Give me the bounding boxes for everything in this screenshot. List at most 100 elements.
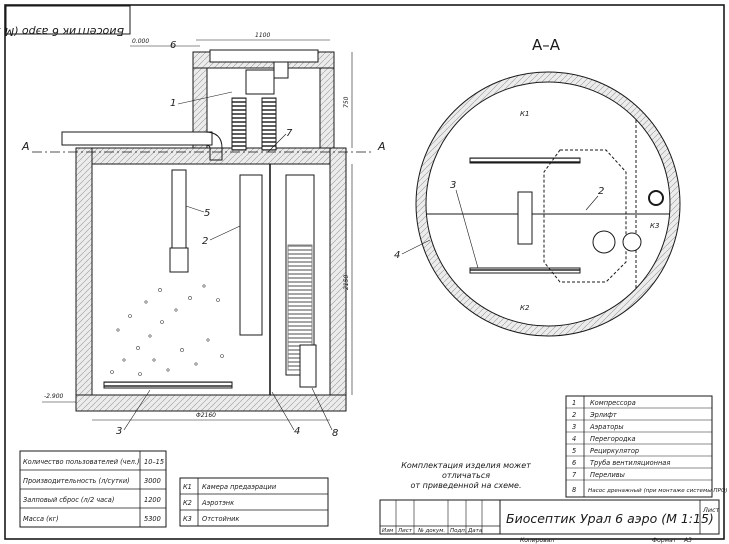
chamber-label-k2: К2 [520, 304, 530, 312]
section-title: А–А [532, 36, 561, 54]
legend-name-7: Насос дренажный (при монтаже системы ПРО… [588, 488, 728, 494]
section-airlift [517, 191, 533, 245]
body-top-slab [75, 147, 347, 165]
dim-top-width-text: 1100 [255, 32, 270, 39]
legend-name-4: Рециркулятор [590, 447, 639, 455]
legend-num-6: 7 [572, 471, 577, 479]
leader-1 [177, 91, 233, 105]
chambers-table: К1 Камера предаэрации К2 Аэротэнк К3 Отс… [179, 477, 329, 527]
callout-8: 8 [332, 428, 338, 439]
note-line-0: Комплектация изделия может [401, 461, 531, 470]
chamber-label-k1: К1 [520, 110, 529, 118]
compressor-left [231, 97, 247, 151]
dim-neck-height-text: 750 [343, 96, 350, 108]
param-value-0: 10–15 [144, 458, 164, 466]
drain-pump [299, 344, 317, 388]
param-label-0: Количество пользователей (чел.) [23, 458, 140, 466]
legend-name-6: Переливы [590, 471, 625, 479]
section-leader-3 [455, 189, 479, 269]
callout-3: 3 [116, 426, 122, 437]
chamber-name-0: Камера предаэрации [202, 483, 277, 491]
dim-body-height-text: 2150 [343, 275, 350, 290]
section-aerator-top [469, 157, 581, 164]
cut-mark-right: А [377, 140, 386, 153]
leader-2 [209, 225, 241, 241]
leader-5 [185, 205, 205, 213]
vent-pipe [273, 61, 289, 79]
title-block: Изм Лист № докум. Подп. Дата Биосептик У… [379, 499, 720, 544]
section-pipe-b [622, 232, 642, 252]
legend-name-3: Перегородка [590, 435, 636, 443]
chamber-label-k3: К3 [650, 222, 659, 230]
aerator-bar [103, 381, 233, 389]
tb-sheet-label: Лист [702, 506, 720, 514]
chamber-code-0: К1 [183, 483, 192, 491]
chamber-name-1: Аэротэнк [201, 499, 234, 507]
section-callout-3: 3 [450, 180, 456, 191]
param-value-1: 3000 [144, 477, 161, 485]
chamber-code-1: К2 [183, 499, 192, 507]
drawing-frame [4, 4, 725, 540]
body-wall-left [75, 147, 93, 411]
param-value-3: 5300 [144, 515, 161, 523]
legend-num-3: 4 [572, 435, 576, 443]
callout-4: 4 [294, 426, 300, 437]
tb-header-3: Подп. [450, 528, 467, 534]
section-view: А–А К1 К2 К3 3 2 4 [394, 36, 681, 337]
callout-2: 2 [202, 236, 208, 247]
front-elevation: А А 1100 0.000 -2.900 750 2150 Φ2160 1 2… [21, 32, 386, 439]
param-label-1: Производительность (л/сутки) [23, 477, 130, 485]
corner-stamp-text: Биосептик 6 аэро (М 1:15) [0, 25, 124, 38]
legend-num-7: 8 [572, 486, 576, 494]
section-leader-2 [585, 195, 599, 211]
legend-num-0: 1 [572, 399, 576, 407]
tb-header-2: № докум. [417, 528, 445, 534]
legend-num-4: 5 [572, 447, 576, 455]
section-inner-ring [425, 81, 671, 327]
chamber-name-2: Отстойник [202, 515, 239, 523]
callout-6: 6 [170, 40, 176, 51]
section-callout-4: 4 [394, 250, 400, 261]
tb-title: Биосептик Урал 6 аэро (М 1:15) [506, 511, 714, 526]
recirculator-bulb [169, 247, 189, 273]
section-leader-4 [401, 239, 431, 255]
corner-stamp: Биосептик 6 аэро (М 1:15) [0, 5, 131, 38]
legend-name-0: Компрессора [590, 399, 636, 407]
legend-name-2: Аэраторы [589, 423, 624, 431]
section-callout-2: 2 [598, 186, 604, 197]
leader-4 [271, 391, 295, 431]
configuration-note: Комплектация изделия может отличаться от… [401, 461, 531, 490]
level-bottom-text: -2.900 [44, 393, 64, 400]
tb-format-value: А3 [683, 537, 692, 544]
leader-7 [267, 133, 287, 153]
level-top-text: 0.000 [132, 38, 149, 45]
parameters-table: Количество пользователей (чел.) 10–15 Пр… [19, 450, 167, 528]
callout-5: 5 [204, 208, 210, 219]
tb-copied: Копировал [520, 537, 554, 544]
callout-1: 1 [170, 98, 176, 109]
tb-header-1: Лист [397, 528, 413, 534]
leader-3 [123, 389, 151, 431]
inflow-pipe [61, 131, 213, 146]
param-label-3: Масса (кг) [23, 515, 59, 523]
legend-num-5: 6 [572, 459, 576, 467]
param-label-2: Залповый сброс (л/2 часа) [23, 496, 114, 504]
leader-8 [311, 387, 333, 431]
param-value-2: 1200 [144, 496, 161, 504]
callout-7: 7 [286, 128, 293, 139]
chamber-code-2: К3 [183, 515, 192, 523]
legend-num-1: 2 [572, 411, 576, 419]
legend-name-1: Эрлифт [589, 411, 617, 419]
body-bottom-slab [75, 394, 347, 412]
section-vent [648, 190, 664, 206]
lid [209, 49, 319, 63]
note-line-1: отличаться [442, 471, 490, 480]
air-bubbles [110, 284, 224, 376]
cut-mark-left: А [21, 140, 30, 153]
tb-format-label: Формат [652, 537, 677, 544]
dim-diameter-text: Φ2160 [196, 412, 216, 419]
legend-name-5: Труба вентиляционная [590, 459, 670, 467]
tb-header-4: Дата [467, 528, 483, 534]
inflow-elbow [204, 131, 223, 161]
